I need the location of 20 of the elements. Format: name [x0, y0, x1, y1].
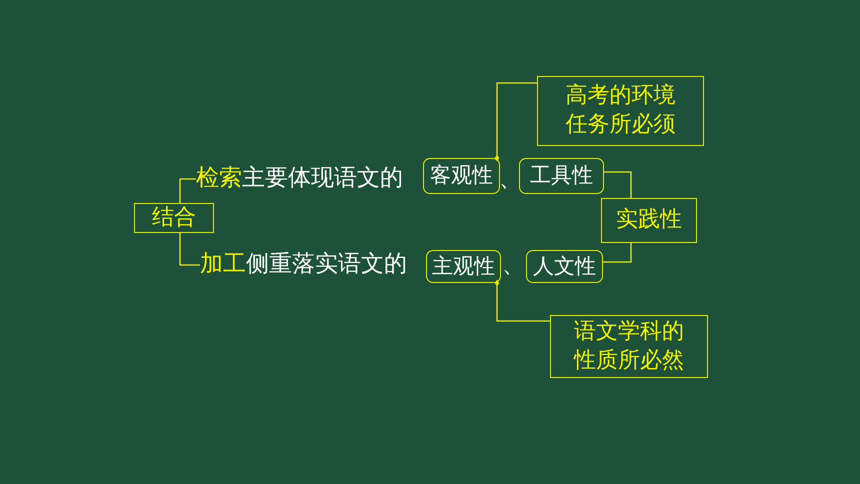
leader-line — [494, 280, 550, 322]
label-box: 高考的环境任务所必须 — [537, 76, 704, 146]
keyword-text: 检索 — [196, 164, 242, 194]
label-box: 结合 — [134, 203, 214, 233]
connector-line — [179, 233, 200, 266]
sentence-text: 侧重落实语文的 — [246, 250, 407, 280]
label-box: 实践性 — [601, 198, 697, 243]
punctuation-text: 、 — [502, 251, 525, 280]
connector-line — [179, 178, 196, 203]
sentence-text: 主要体现语文的 — [242, 164, 403, 194]
keyword-box: 客观性 — [423, 158, 500, 194]
label-box: 语文学科的性质所必然 — [550, 315, 708, 378]
punctuation-text: 、 — [499, 165, 522, 194]
keyword-box: 人文性 — [526, 250, 603, 283]
keyword-text: 加工 — [200, 250, 246, 280]
connector-line — [603, 243, 632, 263]
connector-line — [604, 171, 632, 198]
leader-line — [494, 82, 537, 162]
keyword-box: 工具性 — [519, 158, 604, 194]
keyword-box: 主观性 — [426, 250, 501, 283]
